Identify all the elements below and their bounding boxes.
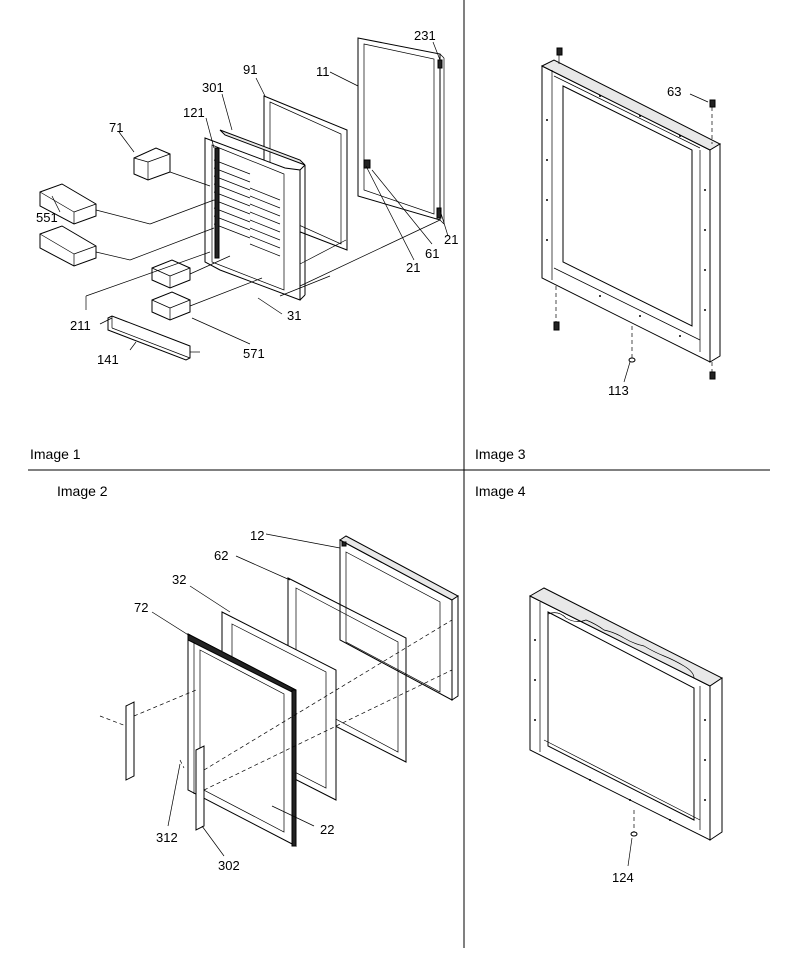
door-rail-141 [107, 315, 191, 361]
callout-72: 72 [134, 600, 148, 615]
door-frame-image-4 [528, 587, 723, 841]
callout-21-left: 21 [406, 260, 420, 275]
callout-61: 61 [425, 246, 439, 261]
door-bin-551-upper [39, 183, 97, 225]
callout-571: 571 [243, 346, 265, 361]
leader-124 [627, 837, 633, 867]
image-1-callout-leaders [51, 41, 449, 351]
callout-301: 301 [202, 80, 224, 95]
door-bin-571-upper [151, 259, 191, 289]
image-2-drawing: 12 62 32 72 22 312 302 [99, 528, 459, 873]
callout-11: 11 [316, 64, 330, 79]
image-2-assembly-lines [99, 619, 453, 791]
image-3-drawing: 63 113 [540, 47, 722, 398]
callout-12: 12 [250, 528, 264, 543]
dairy-bin-71 [133, 147, 171, 181]
outer-door-12 [339, 535, 459, 701]
door-frame-image-3 [540, 47, 722, 380]
callout-91: 91 [243, 62, 257, 77]
callout-231: 231 [414, 28, 436, 43]
image-1-leader-lines [85, 171, 441, 353]
door-bin-551-lower [39, 225, 97, 267]
callout-22: 22 [320, 822, 334, 837]
caption-image-3: Image 3 [475, 446, 526, 462]
callout-302: 302 [218, 858, 240, 873]
image-2-callout-leaders [151, 533, 341, 857]
callout-21-right: 21 [444, 232, 458, 247]
caption-image-2: Image 2 [57, 483, 108, 499]
leader-63 [689, 93, 709, 103]
door-panel-11 [357, 37, 445, 225]
callout-32: 32 [172, 572, 186, 587]
bracket-302 [195, 745, 205, 831]
callout-71: 71 [109, 120, 123, 135]
image-4-drawing: 124 [528, 587, 723, 885]
callout-141: 141 [97, 352, 119, 367]
door-bin-571-lower [151, 291, 191, 321]
callout-551: 551 [36, 210, 58, 225]
callout-121: 121 [183, 105, 205, 120]
callout-124: 124 [612, 870, 634, 885]
callout-113: 113 [608, 383, 629, 398]
callout-62: 62 [214, 548, 228, 563]
image-1-drawing: 231 11 91 301 71 121 551 61 21 21 31 211… [36, 28, 458, 367]
leader-113 [623, 361, 631, 383]
callout-31: 31 [287, 308, 301, 323]
callout-63: 63 [667, 84, 681, 99]
inner-door-liner [204, 129, 306, 301]
caption-image-4: Image 4 [475, 483, 526, 499]
callout-312: 312 [156, 830, 178, 845]
caption-image-1: Image 1 [30, 446, 81, 462]
bracket-312 [125, 701, 135, 781]
inner-door-72 [187, 633, 297, 847]
callout-211: 211 [70, 318, 91, 333]
